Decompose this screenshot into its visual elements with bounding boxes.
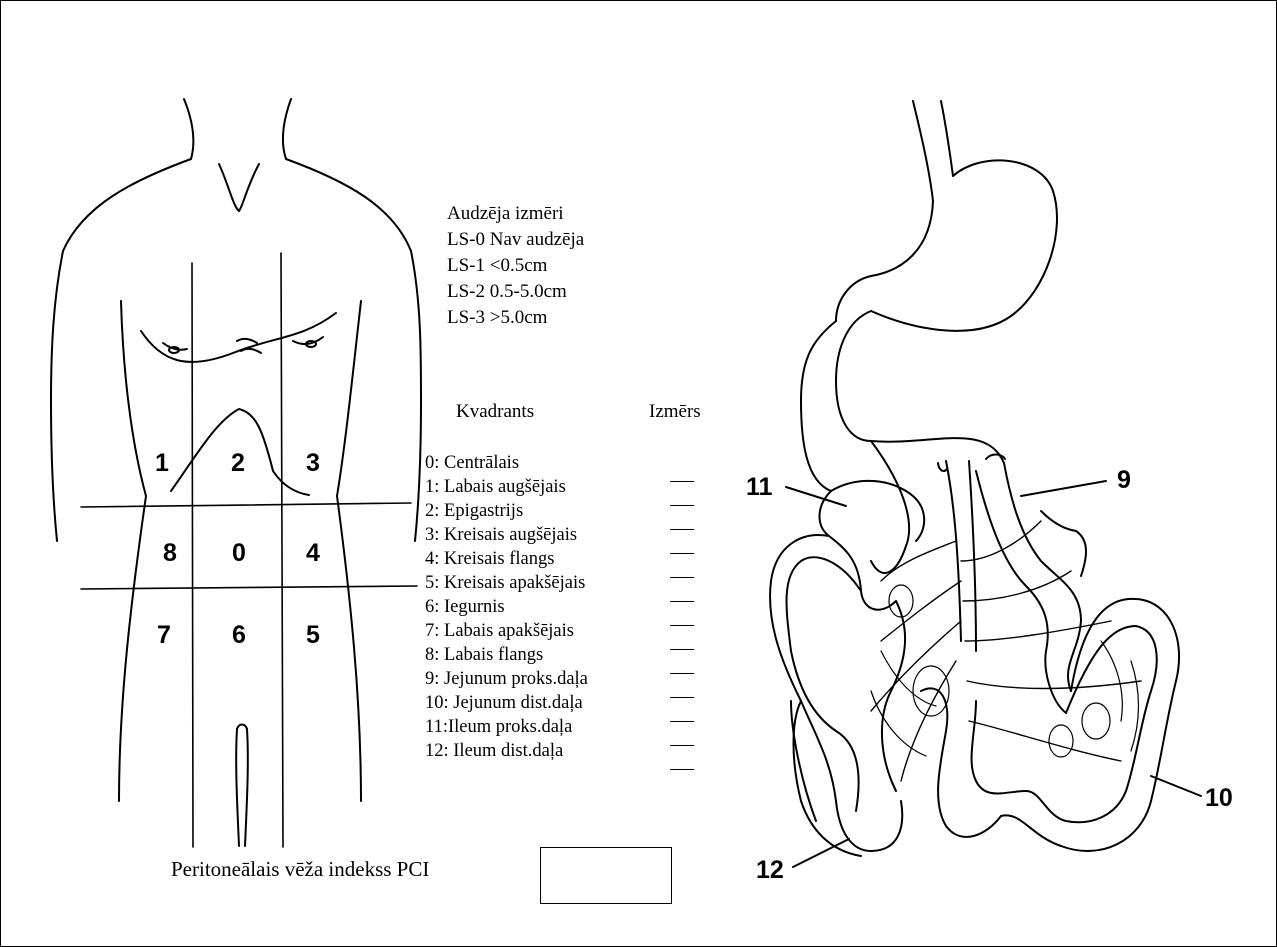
region-row-1: 1: Labais augšējais: [425, 477, 566, 498]
region-row-5: 5: Kreisais apakšējais: [425, 573, 585, 594]
region-row-8: 8: Labais flangs: [425, 645, 543, 666]
size-header: Izmērs: [649, 401, 701, 423]
abdomen-region-1: 1: [142, 449, 182, 478]
abdomen-region-8: 8: [150, 539, 190, 568]
pci-input-box[interactable]: [540, 847, 672, 904]
size-blank-12[interactable]: [670, 769, 694, 770]
abdomen-region-4: 4: [293, 539, 333, 568]
tumor-size-title: Audzēja izmēri: [447, 201, 564, 227]
region-row-3: 3: Kreisais augšējais: [425, 525, 577, 546]
region-row-2: 2: Epigastrijs: [425, 501, 523, 522]
abdomen-region-2: 2: [218, 449, 258, 478]
region-row-4: 4: Kreisais flangs: [425, 549, 554, 570]
region-row-11: 11:Ileum proks.daļa: [425, 717, 572, 738]
abdomen-region-7: 7: [144, 621, 184, 650]
region-row-9: 9: Jejunum proks.daļa: [425, 669, 588, 690]
abdomen-region-3: 3: [293, 449, 333, 478]
tumor-size-ls3: LS-3 >5.0cm: [447, 305, 547, 331]
size-blank-10[interactable]: [670, 721, 694, 722]
size-blank-3[interactable]: [670, 553, 694, 554]
size-blank-2[interactable]: [670, 529, 694, 530]
region-row-0: 0: Centrālais: [425, 453, 519, 474]
tumor-size-ls0: LS-0 Nav audzēja: [447, 227, 584, 253]
size-blank-6[interactable]: [670, 625, 694, 626]
size-blank-4[interactable]: [670, 577, 694, 578]
pci-label: Peritoneālais vēža indekss PCI: [171, 857, 429, 882]
size-blank-11[interactable]: [670, 745, 694, 746]
region-header: Kvadrants: [456, 401, 534, 423]
region-row-6: 6: Iegurnis: [425, 597, 505, 618]
region-row-10: 10: Jejunum dist.daļa: [425, 693, 583, 714]
size-blank-5[interactable]: [670, 601, 694, 602]
bowel-label-11: 11: [746, 473, 772, 502]
size-blank-8[interactable]: [670, 673, 694, 674]
region-row-7: 7: Labais apakšējais: [425, 621, 574, 642]
region-row-12: 12: Ileum dist.daļa: [425, 741, 563, 762]
abdomen-region-6: 6: [219, 621, 259, 650]
tumor-size-ls1: LS-1 <0.5cm: [447, 253, 547, 279]
size-blank-9[interactable]: [670, 697, 694, 698]
bowel-label-12: 12: [756, 856, 784, 885]
bowel-label-9: 9: [1117, 466, 1131, 495]
label-leader-lines: [786, 481, 1201, 867]
size-blank-0[interactable]: [670, 481, 694, 482]
size-blank-7[interactable]: [670, 649, 694, 650]
tumor-size-ls2: LS-2 0.5-5.0cm: [447, 279, 567, 305]
abdomen-region-5: 5: [293, 621, 333, 650]
size-blank-1[interactable]: [670, 505, 694, 506]
abdomen-region-0: 0: [219, 539, 259, 568]
bowel-label-10: 10: [1205, 784, 1233, 813]
